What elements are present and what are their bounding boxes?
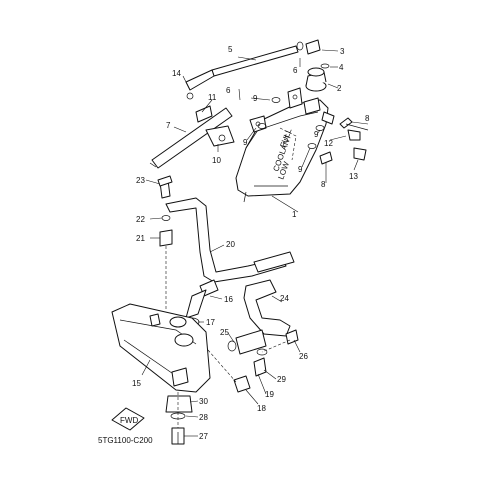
callout-30: 30 xyxy=(199,397,208,406)
callout-7: 7 xyxy=(166,121,171,130)
callout-26: 26 xyxy=(299,352,308,361)
callout-6a: 6 xyxy=(293,66,298,75)
reservoir-cap xyxy=(305,67,327,92)
callout-14: 14 xyxy=(172,69,181,78)
fwd-arrow-icon: FWD xyxy=(111,407,145,431)
mount-bolts-right xyxy=(319,117,369,165)
hose-clip-right xyxy=(347,129,367,161)
callout-18: 18 xyxy=(257,404,266,413)
callout-6b: 6 xyxy=(226,86,231,95)
callout-15: 15 xyxy=(132,379,141,388)
connecting-pipe xyxy=(227,329,267,355)
bottom-mount-stack xyxy=(165,395,193,445)
lower-reservoir xyxy=(111,303,211,393)
callout-16: 16 xyxy=(224,295,233,304)
callout-1: 1 xyxy=(292,210,297,219)
callout-17: 17 xyxy=(206,318,215,327)
callout-8a: 8 xyxy=(365,114,370,123)
callout-28: 28 xyxy=(199,413,208,422)
callout-24: 24 xyxy=(280,294,289,303)
callout-19: 19 xyxy=(265,390,274,399)
fwd-label: FWD xyxy=(120,416,138,425)
callout-9d: 9 xyxy=(314,130,319,139)
callout-2: 2 xyxy=(337,84,342,93)
assembly-lines xyxy=(165,246,291,428)
lower-left-fasteners xyxy=(157,175,173,247)
callout-5: 5 xyxy=(228,45,233,54)
callout-23: 23 xyxy=(136,176,145,185)
overflow-hose xyxy=(185,45,299,91)
callout-22: 22 xyxy=(136,215,145,224)
callout-8b: 8 xyxy=(321,180,326,189)
callout-labels: 1 2 3 4 5 6 6 7 8 8 9 9 9 9 10 11 12 13 … xyxy=(132,45,370,441)
callout-3: 3 xyxy=(340,47,345,56)
callout-10: 10 xyxy=(212,156,221,165)
callout-9a: 9 xyxy=(253,94,258,103)
callout-29: 29 xyxy=(277,375,286,384)
lower-right-fasteners xyxy=(233,348,268,393)
return-hose xyxy=(243,279,291,337)
callout-13: 13 xyxy=(349,172,358,181)
callout-11: 11 xyxy=(208,93,217,102)
hose-fittings-top xyxy=(186,39,330,100)
callout-21: 21 xyxy=(136,234,145,243)
callout-25: 25 xyxy=(220,328,229,337)
diagram-code: 5TG1100-C200 xyxy=(98,436,153,445)
callout-27: 27 xyxy=(199,432,208,441)
callout-12: 12 xyxy=(324,139,333,148)
callout-20: 20 xyxy=(226,240,235,249)
callout-9c: 9 xyxy=(298,165,303,174)
upper-reservoir-tank: FULL COOLANT LOW xyxy=(235,87,335,203)
breather-hose xyxy=(149,107,233,169)
leader-lines xyxy=(141,49,369,437)
callout-9b: 9 xyxy=(243,138,248,147)
coolant-pipe xyxy=(165,197,295,283)
callout-4: 4 xyxy=(339,63,344,72)
